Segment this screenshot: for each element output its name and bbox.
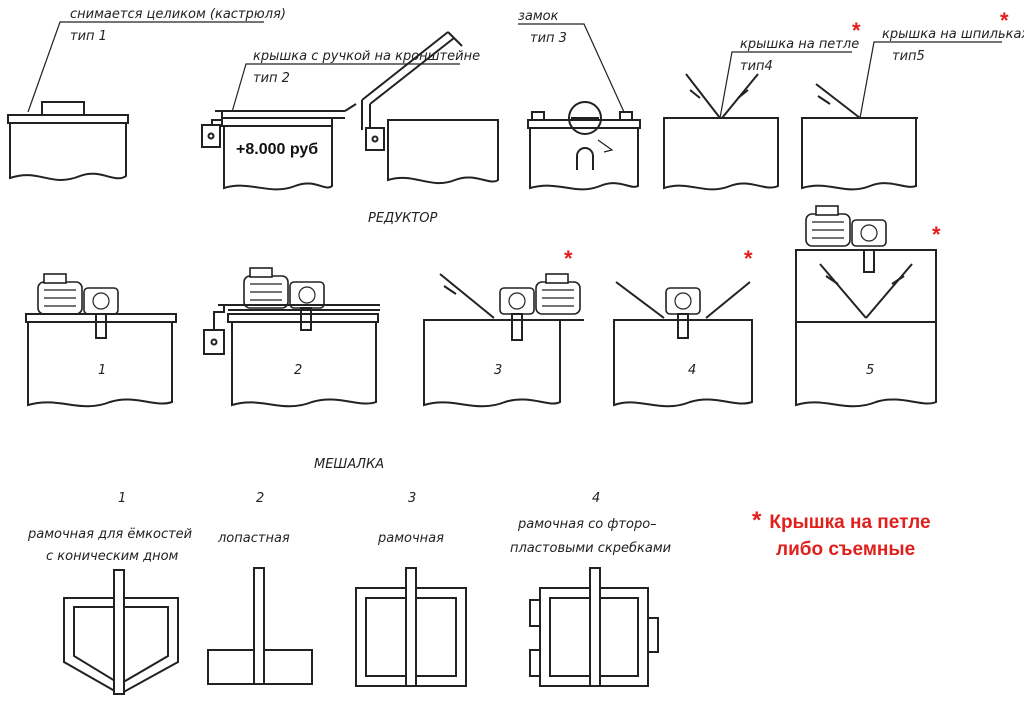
reducer-3-star: * <box>564 246 573 271</box>
lid-type2: крышка с ручкой на кронштейне тип 2 +8.0… <box>201 31 499 191</box>
lid-type4-label: крышка на петле <box>740 37 859 52</box>
lid-type4: крышка на петле тип4 * <box>663 18 861 191</box>
lid-type3-type: тип 3 <box>530 31 567 46</box>
legend-line2: либо съемные <box>776 539 916 560</box>
lid-type3-label: замок <box>518 9 559 24</box>
legend-star: * <box>752 507 762 534</box>
lid-type4-star: * <box>852 18 861 43</box>
mixer-2: 2 лопастная <box>207 491 313 685</box>
lid-type2-type: тип 2 <box>253 71 290 86</box>
reducer-5-num: 5 <box>866 363 874 378</box>
lid-type3: замок тип 3 <box>518 9 641 191</box>
mixer-2-num: 2 <box>256 491 264 506</box>
legend-note: * Крышка на петле либо съемные <box>752 507 931 563</box>
mixer-4-num: 4 <box>592 491 600 506</box>
mixer-3: 3 рамочная <box>355 491 467 687</box>
legend-line1: Крышка на петле <box>769 512 931 533</box>
mixer-4-line2: пластовыми скребками <box>510 541 671 556</box>
lid-type2-price: +8.000 руб <box>236 141 318 158</box>
reducer-3: 3 * <box>423 246 584 408</box>
mixer-4: 4 рамочная со фторо– пластовыми скребкам… <box>510 491 671 687</box>
lid-type1-type: тип 1 <box>70 29 107 44</box>
reducer-2-num: 2 <box>294 363 302 378</box>
reducer-4: 4 * <box>613 246 753 408</box>
lid-type1: снимается целиком (кастрюля) тип 1 <box>7 7 286 181</box>
lid-type5-type: тип5 <box>892 49 925 64</box>
mixer-4-line1: рамочная со фторо– <box>517 517 657 532</box>
mixer-3-num: 3 <box>408 491 416 506</box>
mixer-3-line1: рамочная <box>377 531 444 546</box>
reducer-5: 5 * <box>795 205 941 408</box>
mixer-2-line1: лопастная <box>217 531 290 546</box>
lid-type2-label: крышка с ручкой на кронштейне <box>253 49 480 64</box>
mixer-1-num: 1 <box>118 491 126 506</box>
lid-type5-label: крышка на шпильках <box>882 27 1024 42</box>
reducer-4-star: * <box>744 246 753 271</box>
reducer-1: 1 <box>25 273 177 408</box>
reducer-1-num: 1 <box>98 363 106 378</box>
lid-type5: крышка на шпильках тип5 * <box>801 8 1024 191</box>
mixer-title: МЕШАЛКА <box>314 457 384 472</box>
mixer-1: 1 рамочная для ёмкостей с коническим дно… <box>27 491 192 696</box>
lid-type1-label: снимается целиком (кастрюля) <box>70 7 286 22</box>
reducer-2: 2 <box>203 267 380 408</box>
reducer-3-num: 3 <box>494 363 502 378</box>
mixer-1-line2: с коническим дном <box>46 549 179 564</box>
lid-type5-star: * <box>1000 8 1009 33</box>
mixer-1-line1: рамочная для ёмкостей <box>27 527 192 542</box>
lid-type4-type: тип4 <box>740 59 773 74</box>
reducer-4-num: 4 <box>688 363 696 378</box>
reducer-title: РЕДУКТОР <box>368 211 438 226</box>
reducer-5-star: * <box>932 222 941 247</box>
